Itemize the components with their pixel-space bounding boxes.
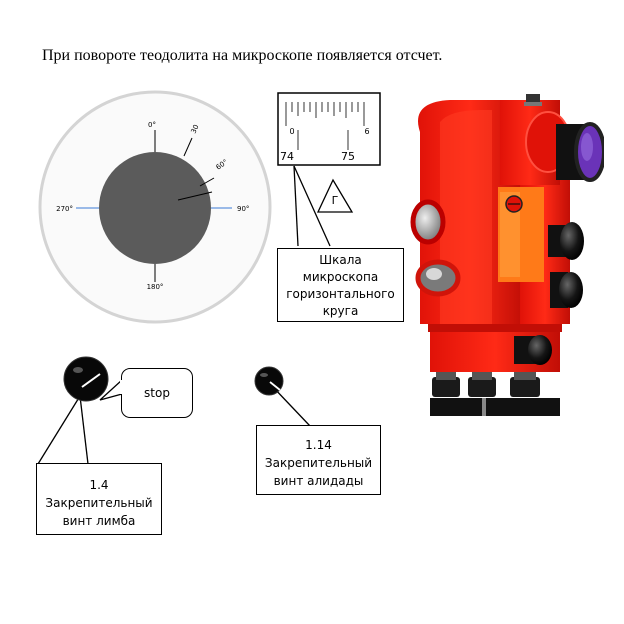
limb-callout-pointer-1 (37, 395, 81, 465)
callout-scale-description: Шкала микроскопа горизонтального круга (277, 248, 404, 322)
limb-screw-slot (81, 373, 101, 388)
dial-label-30: 30 (190, 123, 201, 134)
limb-callout-pointer-2 (79, 395, 89, 465)
microscope-scale-panel: 0 6 74 75 Г (277, 92, 381, 247)
reading-left: 74 (280, 150, 294, 163)
callout-limb-screw: 1.4 Закрепительный винт лимба (36, 463, 162, 535)
dial-label-180: 180° (147, 283, 164, 291)
callout-alidade-number: 1.14 (305, 438, 332, 452)
stop-callout: stop (121, 368, 193, 418)
dial-label-90: 90° (237, 205, 249, 213)
right-knob-upper (560, 222, 584, 260)
callout-scale-line-1: Шкала (319, 253, 362, 267)
callout-alidade-screw: 1.14 Закрепительный винт алидады (256, 425, 381, 495)
horizontal-circle-dial: 0° 90° 180° 270° 60° 30 (38, 90, 272, 324)
tick-30 (183, 137, 193, 157)
triangle-label: Г (332, 194, 339, 207)
scale-start-label: 0 (289, 127, 294, 136)
alidade-disk (99, 152, 211, 264)
microscope-eyepiece (410, 199, 446, 245)
callout-scale-line-2: микроскопа (302, 270, 379, 284)
base-plate (430, 398, 560, 416)
callout-limb-number: 1.4 (89, 478, 109, 492)
stop-label: stop (144, 386, 170, 400)
callout-scale-line-4: круга (322, 304, 359, 318)
callout-pointer-left (293, 165, 299, 247)
alidade-screw-slot (269, 381, 281, 391)
scale-ticks (285, 102, 365, 150)
callout-limb-line-1: Закрепительный (45, 496, 153, 510)
dial-label-270: 270° (56, 205, 73, 213)
alidade-tangent-knob (528, 335, 552, 365)
leveling-screws (432, 372, 540, 397)
scale-end-label: 6 (364, 127, 369, 136)
reading-right: 75 (341, 150, 355, 163)
alidade-clamping-screw (254, 366, 284, 396)
stop-callout-tail-cover (120, 380, 126, 394)
callout-alidade-line-1: Закрепительный (264, 456, 373, 470)
callout-scale-line-3: горизонтального (286, 287, 395, 301)
triangle-marker (316, 178, 354, 213)
alidade-callout-pointer (271, 385, 311, 427)
page-title: При повороте теодолита на микроскопе поя… (42, 47, 443, 64)
right-knob-lower (559, 272, 583, 308)
callout-pointer-right (293, 165, 331, 247)
alidade-screw-group (254, 366, 311, 427)
callout-limb-line-2: винт лимба (62, 514, 136, 528)
tick-60 (199, 177, 215, 187)
theodolite-illustration (410, 94, 604, 416)
dial-pointer (177, 191, 213, 201)
limb-screw-group (37, 356, 109, 465)
callout-alidade-line-2: винт алидады (273, 474, 364, 488)
dial-label-0: 0° (148, 121, 156, 129)
